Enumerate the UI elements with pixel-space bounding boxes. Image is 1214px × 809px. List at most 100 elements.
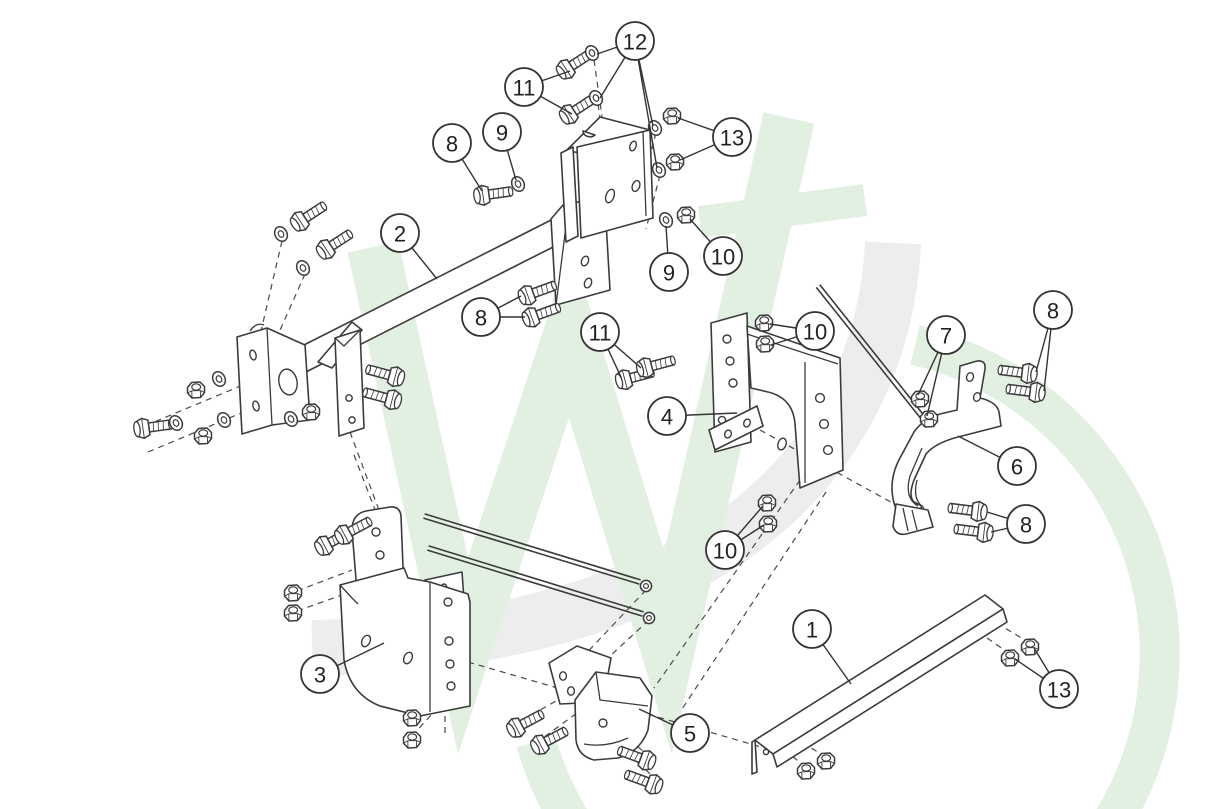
washer-icon xyxy=(649,159,669,181)
guide-line xyxy=(535,712,578,744)
callout-number: 3 xyxy=(314,663,326,688)
callout-number: 9 xyxy=(663,261,675,286)
callout-number: 8 xyxy=(446,132,458,157)
part-6-support-arm xyxy=(891,360,1002,536)
callout-circle xyxy=(792,609,832,649)
callout-circle xyxy=(580,312,620,352)
callout-number: 2 xyxy=(394,222,406,247)
bolt-icon xyxy=(946,497,990,524)
nut-icon xyxy=(301,403,321,421)
callout-2: 2 xyxy=(380,213,438,280)
part-1-angle-bar xyxy=(751,594,1008,775)
callout-8: 8 xyxy=(432,123,483,192)
callout-9: 9 xyxy=(482,112,522,181)
callout-9: 9 xyxy=(649,225,689,292)
eyelet-icon xyxy=(639,579,653,593)
callout-10: 10 xyxy=(689,218,743,276)
callout-3: 3 xyxy=(300,642,385,694)
callout-8: 8 xyxy=(1033,290,1073,392)
callout-4: 4 xyxy=(647,396,738,436)
callout-number: 7 xyxy=(940,324,952,349)
callout-leader-line xyxy=(634,40,658,169)
washer-icon xyxy=(209,368,229,390)
nut-icon xyxy=(796,762,816,780)
callout-number: 9 xyxy=(496,121,508,146)
callout-1: 1 xyxy=(792,609,852,685)
callout-number: 13 xyxy=(720,126,744,151)
callout-circle xyxy=(1033,290,1073,330)
tie-rods xyxy=(423,284,931,617)
guide-line xyxy=(296,569,353,592)
nut-icon xyxy=(816,752,836,770)
guide-line xyxy=(134,381,251,431)
callout-circle xyxy=(670,713,710,753)
nut-icon xyxy=(910,390,930,408)
rod xyxy=(423,517,640,585)
washer-icon xyxy=(214,409,234,431)
part-5-receiver-bracket xyxy=(548,645,653,761)
callout-circle xyxy=(504,67,544,107)
callout-circle xyxy=(705,530,745,570)
callout-circle xyxy=(432,123,472,163)
bolt-icon xyxy=(952,518,996,545)
rod xyxy=(427,549,643,617)
callout-number: 8 xyxy=(1020,513,1032,538)
callout-8: 8 xyxy=(986,504,1046,544)
callout-number: 12 xyxy=(623,30,647,55)
bolt-icon xyxy=(633,349,679,381)
callout-circle xyxy=(712,117,752,157)
part-vertical-plate xyxy=(334,329,365,437)
nut-icon xyxy=(1020,638,1040,656)
callout-12: 12 xyxy=(596,21,658,169)
guide-line xyxy=(353,454,396,563)
callout-number: 4 xyxy=(661,405,673,430)
callout-5: 5 xyxy=(638,708,710,753)
callout-10: 10 xyxy=(769,311,835,351)
nut-icon xyxy=(402,731,422,749)
callout-7: 7 xyxy=(917,315,966,417)
callout-circle xyxy=(1039,669,1079,709)
callout-circle xyxy=(703,236,743,276)
callout-number: 5 xyxy=(684,722,696,747)
callout-8: 8 xyxy=(461,295,525,337)
callout-number: 11 xyxy=(513,76,536,101)
callout-number: 10 xyxy=(711,245,735,270)
guide-line xyxy=(263,273,306,367)
callout-circle xyxy=(461,297,501,337)
callout-circle xyxy=(1006,504,1046,544)
washer-icon xyxy=(271,223,291,245)
callout-circle xyxy=(647,396,687,436)
nut-icon xyxy=(402,709,422,727)
nut-icon xyxy=(283,584,303,602)
part-left-bracket xyxy=(236,323,311,435)
rod xyxy=(424,513,641,581)
callout-number: 8 xyxy=(475,306,487,331)
watermark-letter-w xyxy=(347,112,815,755)
rod xyxy=(428,545,644,613)
nut-icon xyxy=(758,515,778,533)
watermark-flag-bar xyxy=(697,184,868,238)
callout-11: 11 xyxy=(504,67,573,115)
callout-number: 6 xyxy=(1011,455,1023,480)
callout-circle xyxy=(482,112,522,152)
nut-icon xyxy=(193,427,213,445)
guide-line xyxy=(679,491,827,713)
callout-circle xyxy=(649,252,689,292)
washer-icon xyxy=(293,257,313,279)
callout-circle xyxy=(997,446,1037,486)
part-2-top-bracket xyxy=(560,116,654,243)
nut-icon xyxy=(755,335,775,353)
nut-icon xyxy=(186,381,206,399)
nut-icon xyxy=(919,410,939,428)
callout-circle xyxy=(300,654,340,694)
callout-6: 6 xyxy=(957,435,1037,486)
rod xyxy=(815,286,927,426)
callout-number: 1 xyxy=(806,618,818,643)
callout-number: 10 xyxy=(803,320,827,345)
callout-number: 10 xyxy=(713,539,737,564)
bolt-icon xyxy=(286,195,332,236)
callout-13: 13 xyxy=(677,117,752,161)
watermark-ring xyxy=(516,325,1180,809)
